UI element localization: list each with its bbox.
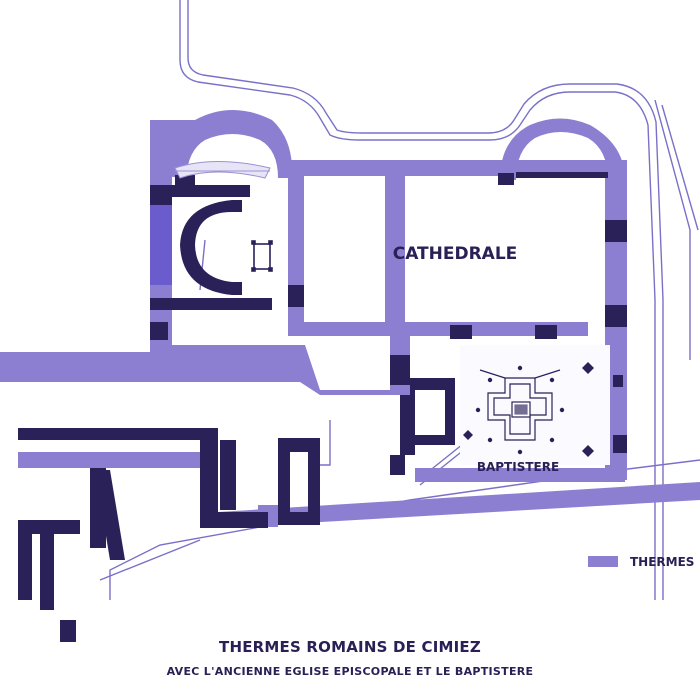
baptistery-font <box>479 369 561 441</box>
baptistery-label: BAPTISTERE <box>477 460 559 474</box>
west-apse <box>150 110 293 178</box>
east-apse <box>500 118 625 180</box>
baptistery-west-chamber <box>390 378 455 475</box>
south-diagonal-wall <box>218 482 700 528</box>
legend-swatch-thermes <box>588 556 618 567</box>
cathedral-label: CATHEDRALE <box>393 244 518 264</box>
south-small-room <box>278 438 320 525</box>
main-east-west-wall <box>0 345 410 395</box>
baptistery-columns <box>463 362 594 457</box>
plan-title: THERMES ROMAINS DE CIMIEZ <box>219 638 481 656</box>
legend: THERMES <box>588 551 700 571</box>
plan-subtitle: AVEC L'ANCIENNE EGLISE EPISCOPALE ET LE … <box>166 665 534 678</box>
altar <box>251 240 273 272</box>
west-apse-horseshoe <box>150 161 271 295</box>
southwest-diagonal-wall <box>95 470 125 560</box>
episcopal-walls <box>18 172 627 642</box>
legend-label-thermes: THERMES <box>630 554 695 569</box>
